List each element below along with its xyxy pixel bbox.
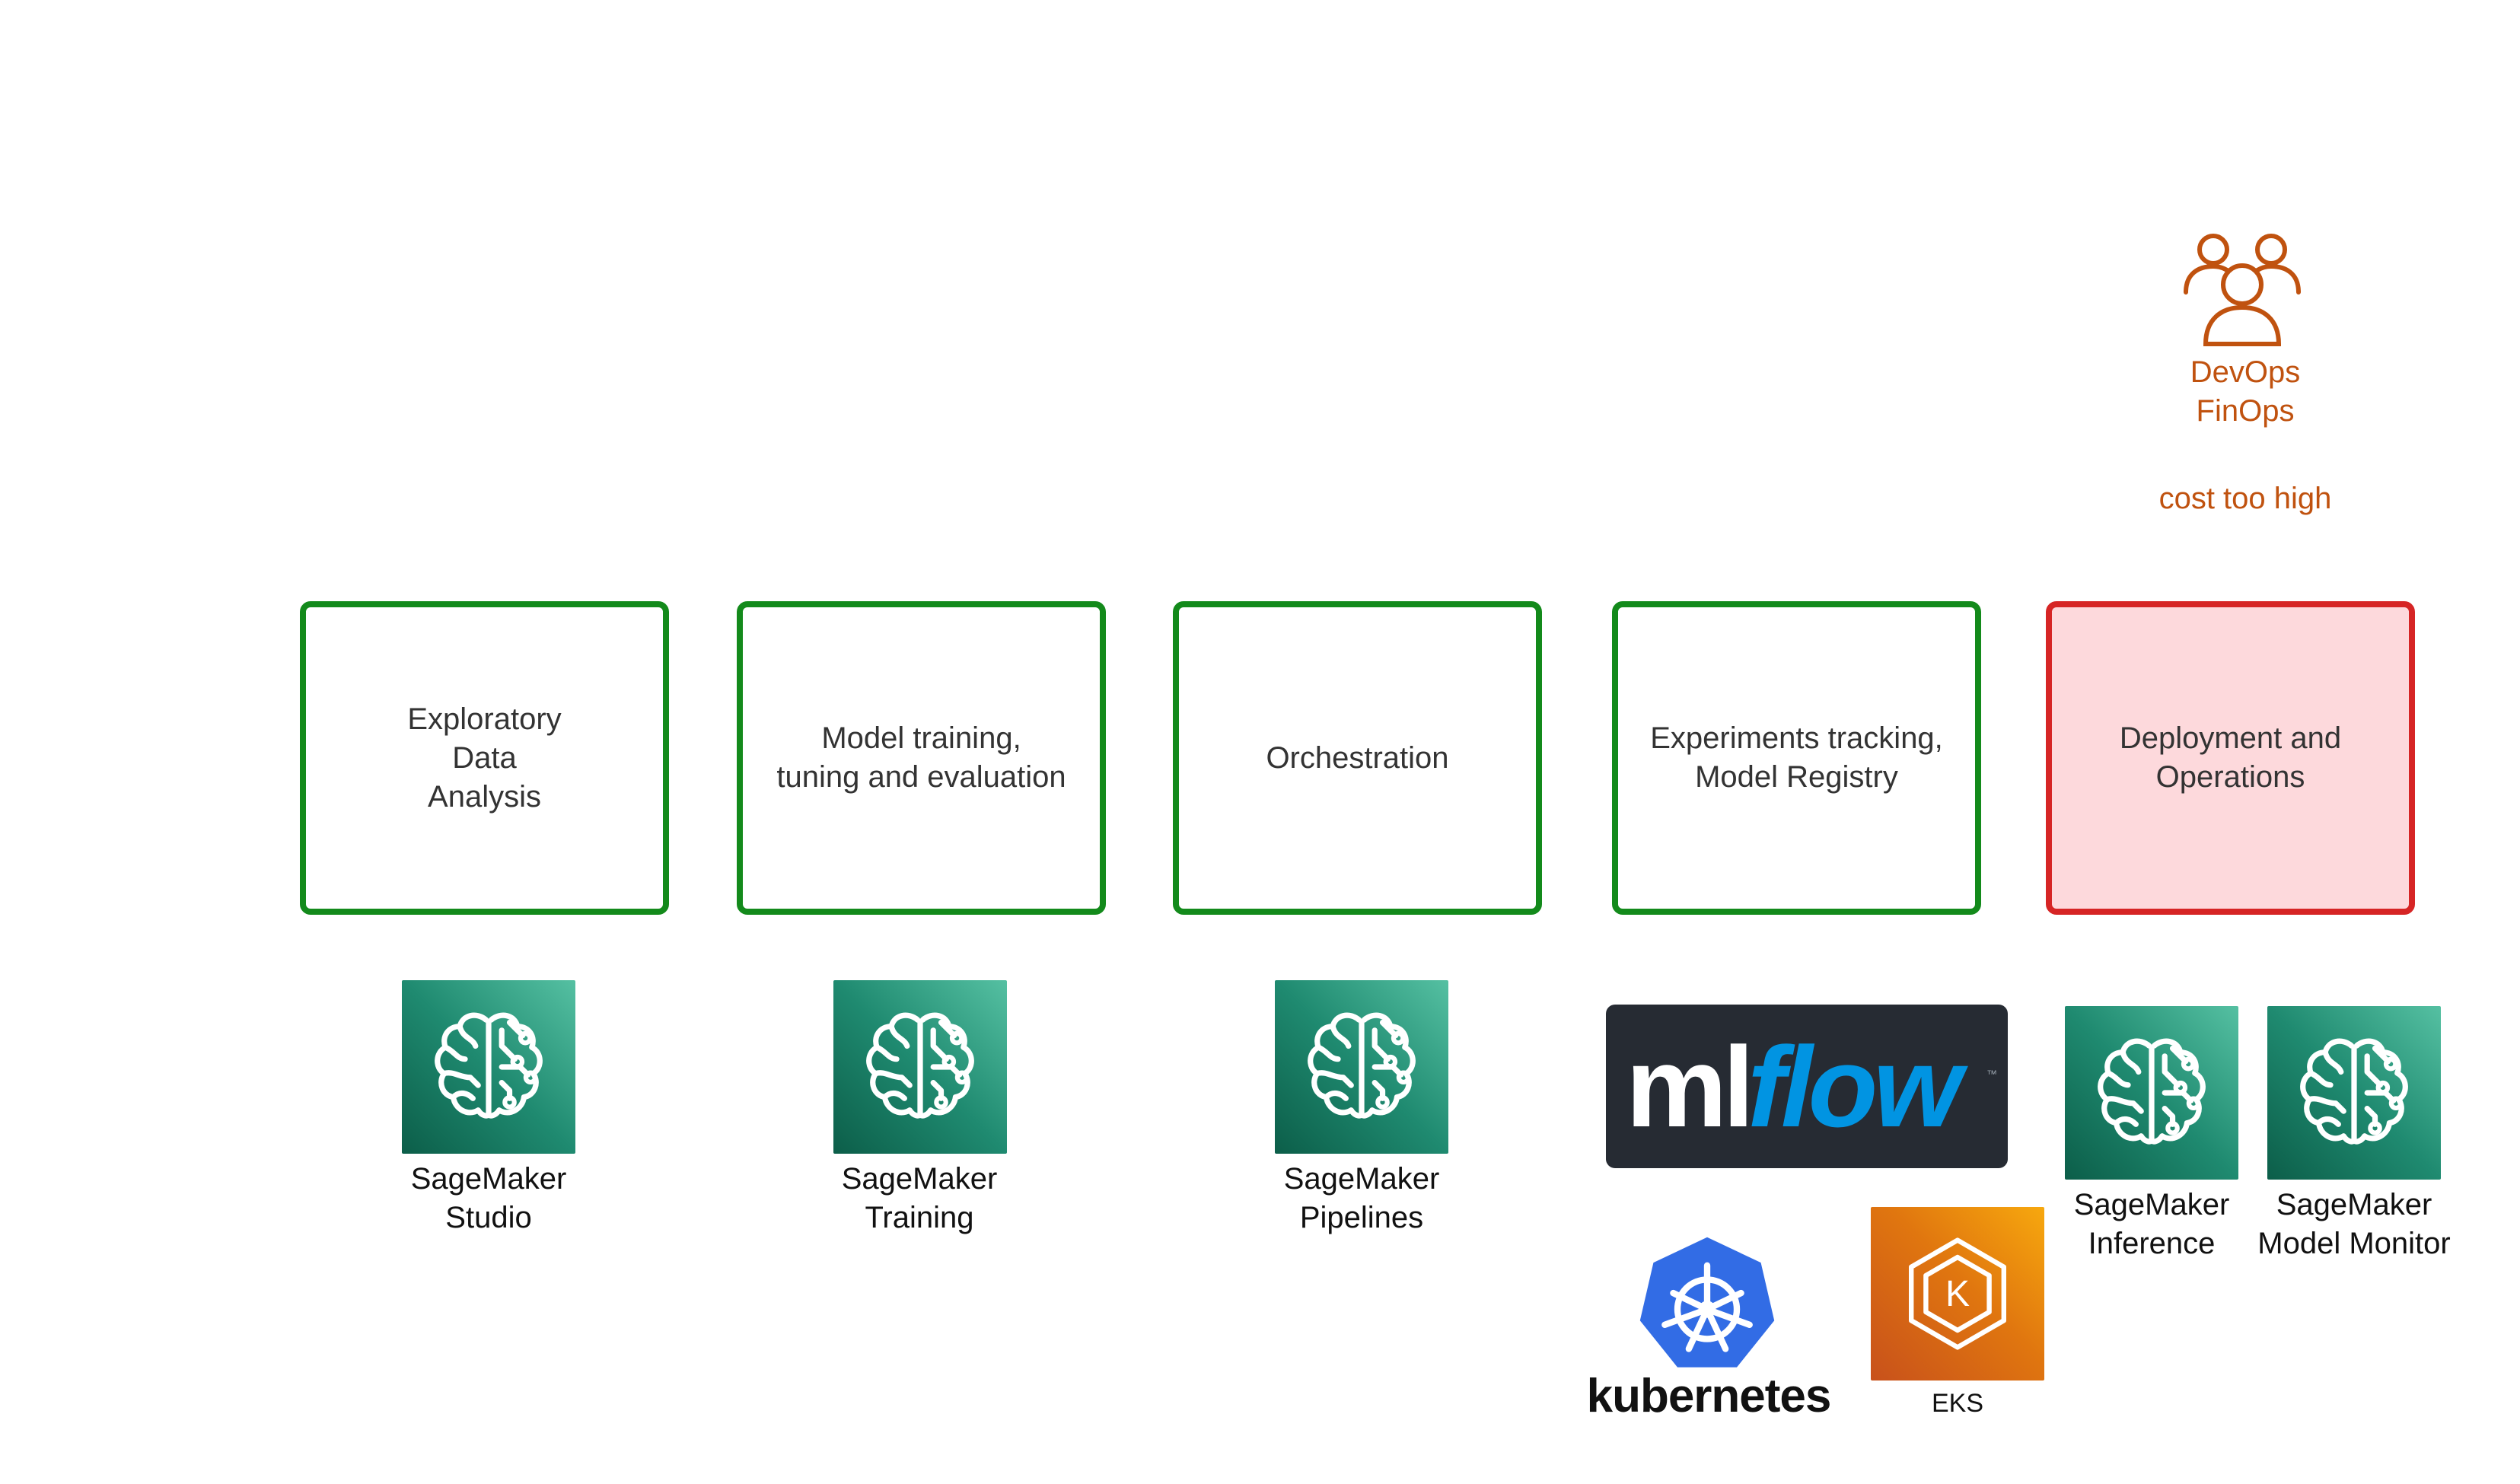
mlflow-logo-graphic: ml flow ™ (1626, 1023, 1997, 1151)
kubernetes-label: kubernetes (1586, 1370, 1832, 1422)
persona-label-line1: DevOps (2190, 355, 2301, 389)
sagemaker-training-label: SageMaker Training (841, 1162, 998, 1234)
mlflow-trademark: ™ (1986, 1068, 1997, 1080)
sagemaker-inference-label: SageMaker Inference (2073, 1188, 2230, 1260)
persona-label: DevOps FinOps (2116, 353, 2375, 431)
stage-model-training: Model training, tuning and evaluation (737, 601, 1106, 915)
cost-note: cost too high (2158, 482, 2332, 515)
users-icon (2184, 234, 2301, 346)
sagemaker-model-monitor-label: SageMaker Model Monitor (2257, 1188, 2451, 1260)
persona-label-line2: FinOps (2196, 394, 2295, 428)
eks-label: EKS (1931, 1389, 1984, 1418)
sagemaker-pipelines-label: SageMaker Pipelines (1283, 1162, 1440, 1234)
stage-experiments-tracking: Experiments tracking, Model Registry (1612, 601, 1981, 915)
sagemaker-pipelines-icon (1275, 980, 1448, 1154)
sagemaker-model-monitor-icon (2267, 1006, 2441, 1180)
mlflow-logo: ml flow ™ (1606, 1005, 2008, 1168)
stage-exploratory-data-analysis: Exploratory Data Analysis (300, 601, 669, 915)
sagemaker-inference-icon (2065, 1006, 2238, 1180)
mlflow-logo-text-flow: flow (1747, 1023, 1968, 1151)
kubernetes-wheel-icon (1639, 1237, 1775, 1368)
sagemaker-studio-icon (402, 980, 575, 1154)
stage-deployment-operations: Deployment and Operations (2046, 601, 2415, 915)
stage-orchestration: Orchestration (1173, 601, 1542, 915)
sagemaker-studio-label: SageMaker Studio (410, 1162, 567, 1234)
eks-icon: K (1871, 1207, 2044, 1381)
eks-k-letter: K (1945, 1274, 1970, 1314)
sagemaker-training-icon (833, 980, 1007, 1154)
mlflow-logo-text-ml: ml (1626, 1023, 1750, 1151)
eks-k-icon: K (1909, 1237, 2006, 1350)
